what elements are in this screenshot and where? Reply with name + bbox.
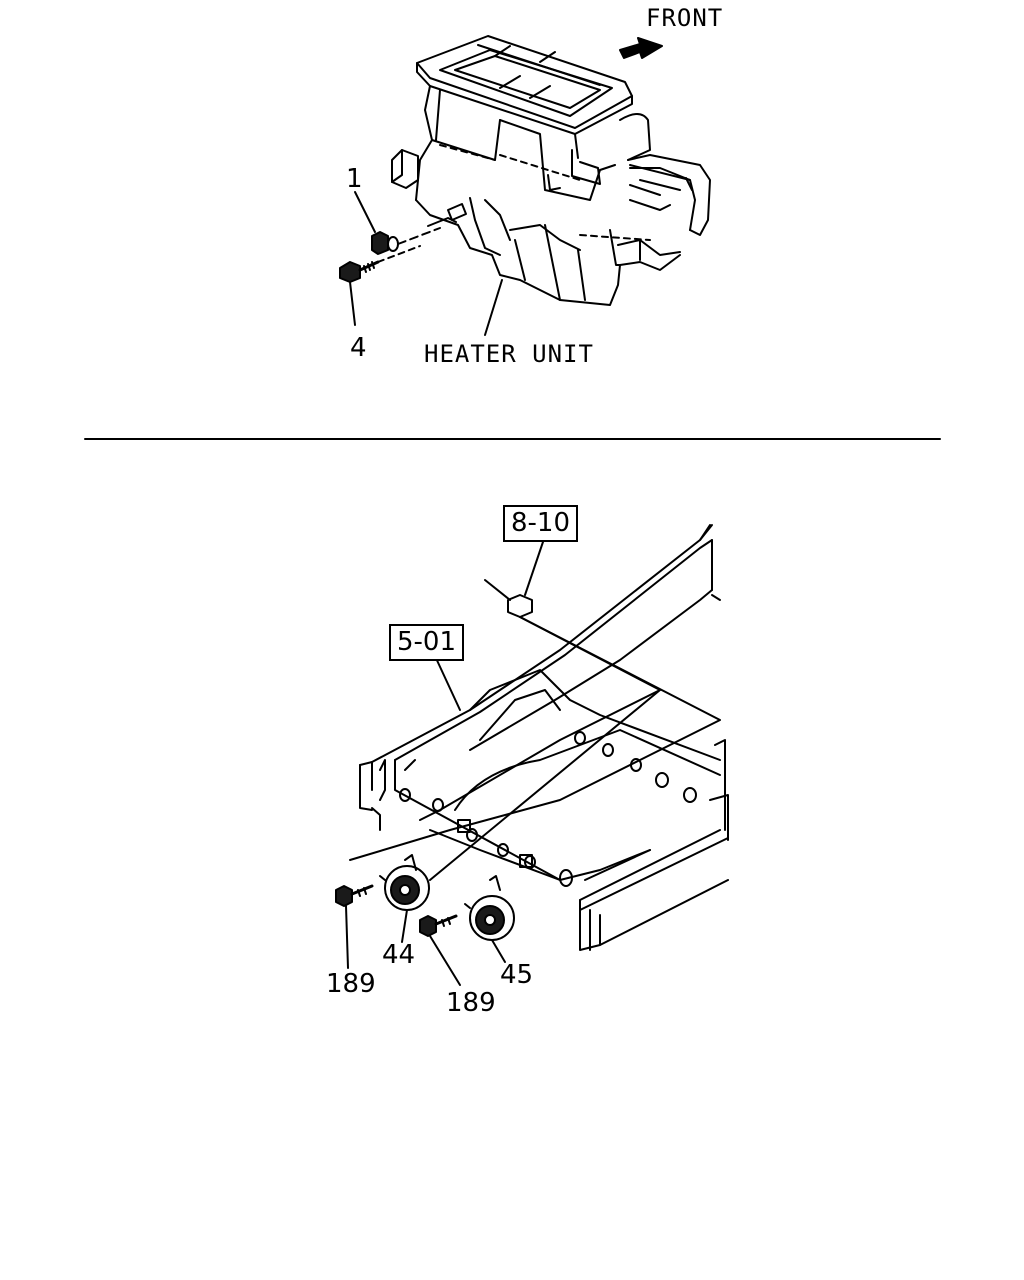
harness-connector (507, 594, 533, 618)
callout-4: 4 (350, 333, 367, 363)
horn-part-44 (379, 854, 430, 911)
leader-4 (349, 281, 356, 326)
heater-unit-label: HEATER UNIT (424, 340, 594, 368)
leader-8-10 (524, 535, 546, 596)
callout-45: 45 (500, 960, 534, 990)
ref-box-5-01[interactable]: 5-01 (389, 624, 465, 661)
callout-1: 1 (346, 164, 363, 194)
connector-part-1 (371, 231, 389, 255)
callout-189-left: 189 (326, 969, 376, 999)
front-label: FRONT (646, 4, 724, 32)
leader-189-right (429, 935, 461, 986)
frame-horn-drawing (335, 524, 729, 986)
callout-189-right: 189 (446, 988, 496, 1018)
horn-part-45 (464, 875, 515, 941)
ref-box-8-10[interactable]: 8-10 (503, 505, 579, 542)
leader-44 (401, 909, 408, 943)
front-arrow-icon (619, 37, 663, 59)
bolt-part-4 (339, 261, 361, 283)
bolt-189-left (335, 884, 374, 907)
leader-189-left (345, 905, 349, 969)
callout-44: 44 (382, 940, 416, 970)
leader-5-01 (434, 655, 461, 711)
leader-1 (354, 191, 376, 233)
leader-heater-unit (484, 279, 503, 336)
leader-45 (491, 939, 506, 963)
heater-unit-drawing (339, 35, 711, 336)
bolt-189-right (419, 914, 458, 937)
